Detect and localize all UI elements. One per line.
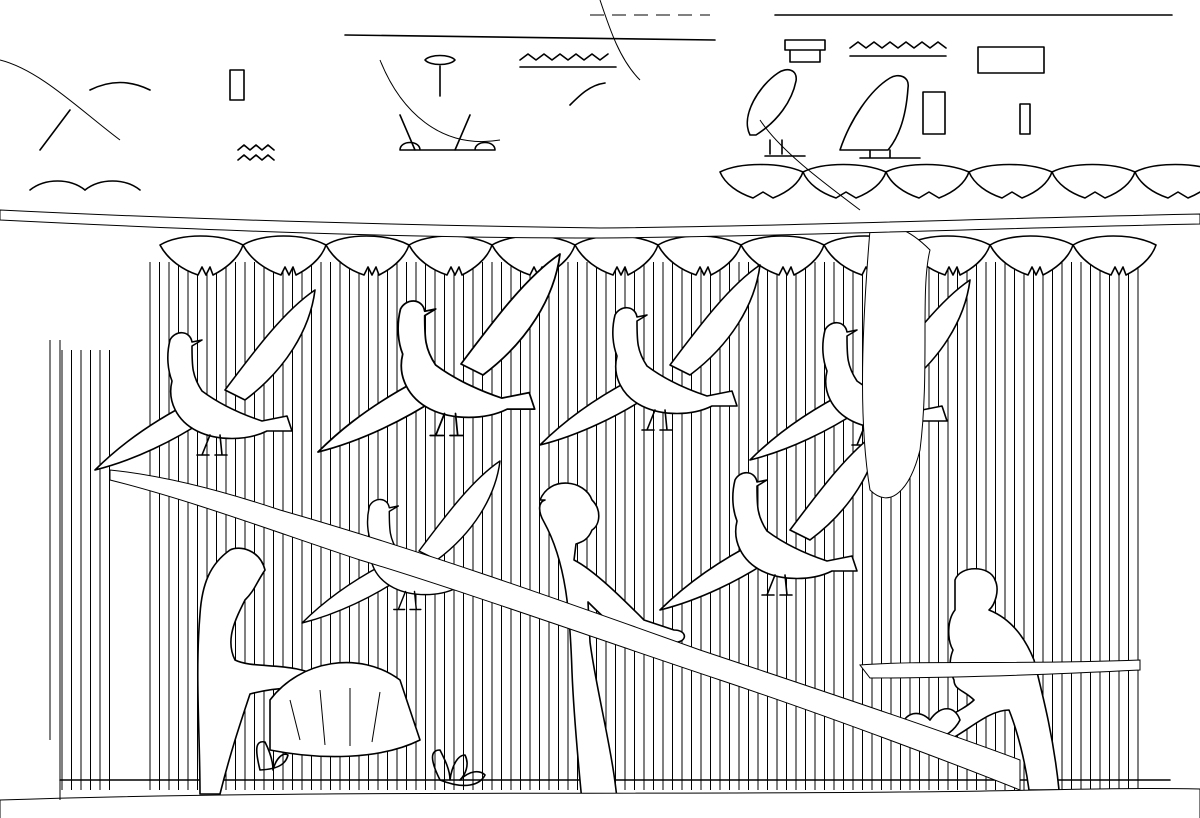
papyrus-umbel: [740, 235, 825, 276]
bird-body: [397, 300, 536, 419]
right-man: [917, 567, 1060, 791]
papyrus-umbel: [408, 235, 493, 276]
papyrus-umbel: [84, 180, 141, 191]
bird-wing: [669, 264, 761, 376]
bird-legs: [761, 574, 793, 596]
bird-legs: [196, 434, 228, 456]
upper-umbel-frieze: [29, 163, 1200, 199]
papyrus-umbel: [325, 235, 410, 276]
bird: [539, 264, 761, 446]
bird-legs: [641, 409, 673, 431]
bird: [317, 253, 561, 453]
bird-wing: [94, 399, 206, 471]
papyrus-umbel: [802, 163, 887, 199]
bird-body: [732, 471, 858, 580]
papyrus-umbel: [885, 163, 970, 199]
papyrus-umbel: [29, 180, 86, 191]
papyrus-umbel: [1072, 235, 1157, 276]
papyrus-umbel: [968, 163, 1053, 199]
bird-wing: [317, 374, 440, 453]
papyrus-umbel: [657, 235, 742, 276]
bird-wing: [539, 374, 651, 446]
bird-wing: [301, 559, 402, 624]
bird-wing: [749, 389, 861, 461]
papyrus-umbel: [242, 235, 327, 276]
basket: [269, 661, 421, 758]
bird-body: [167, 331, 293, 440]
top-border: [344, 14, 1173, 41]
bird: [94, 289, 316, 471]
papyrus-umbel: [159, 235, 244, 276]
papyrus-umbel: [719, 163, 804, 199]
papyrus-umbel: [1134, 163, 1200, 199]
bird: [659, 429, 881, 611]
bird-legs: [429, 412, 465, 437]
bird-wing: [418, 460, 501, 561]
bird-body: [822, 321, 948, 430]
bird-body: [612, 306, 738, 415]
papyrus-umbel-frieze: [159, 235, 1157, 276]
papyrus-umbel: [989, 235, 1074, 276]
bird-wing: [659, 539, 771, 611]
bird-wing: [224, 289, 316, 401]
hieroglyphs: [39, 39, 1045, 161]
papyrus-umbel: [491, 235, 576, 276]
bird: [749, 279, 971, 461]
bird-legs: [393, 590, 422, 611]
bird-wing: [460, 253, 561, 376]
papyrus-umbel: [1051, 163, 1136, 199]
